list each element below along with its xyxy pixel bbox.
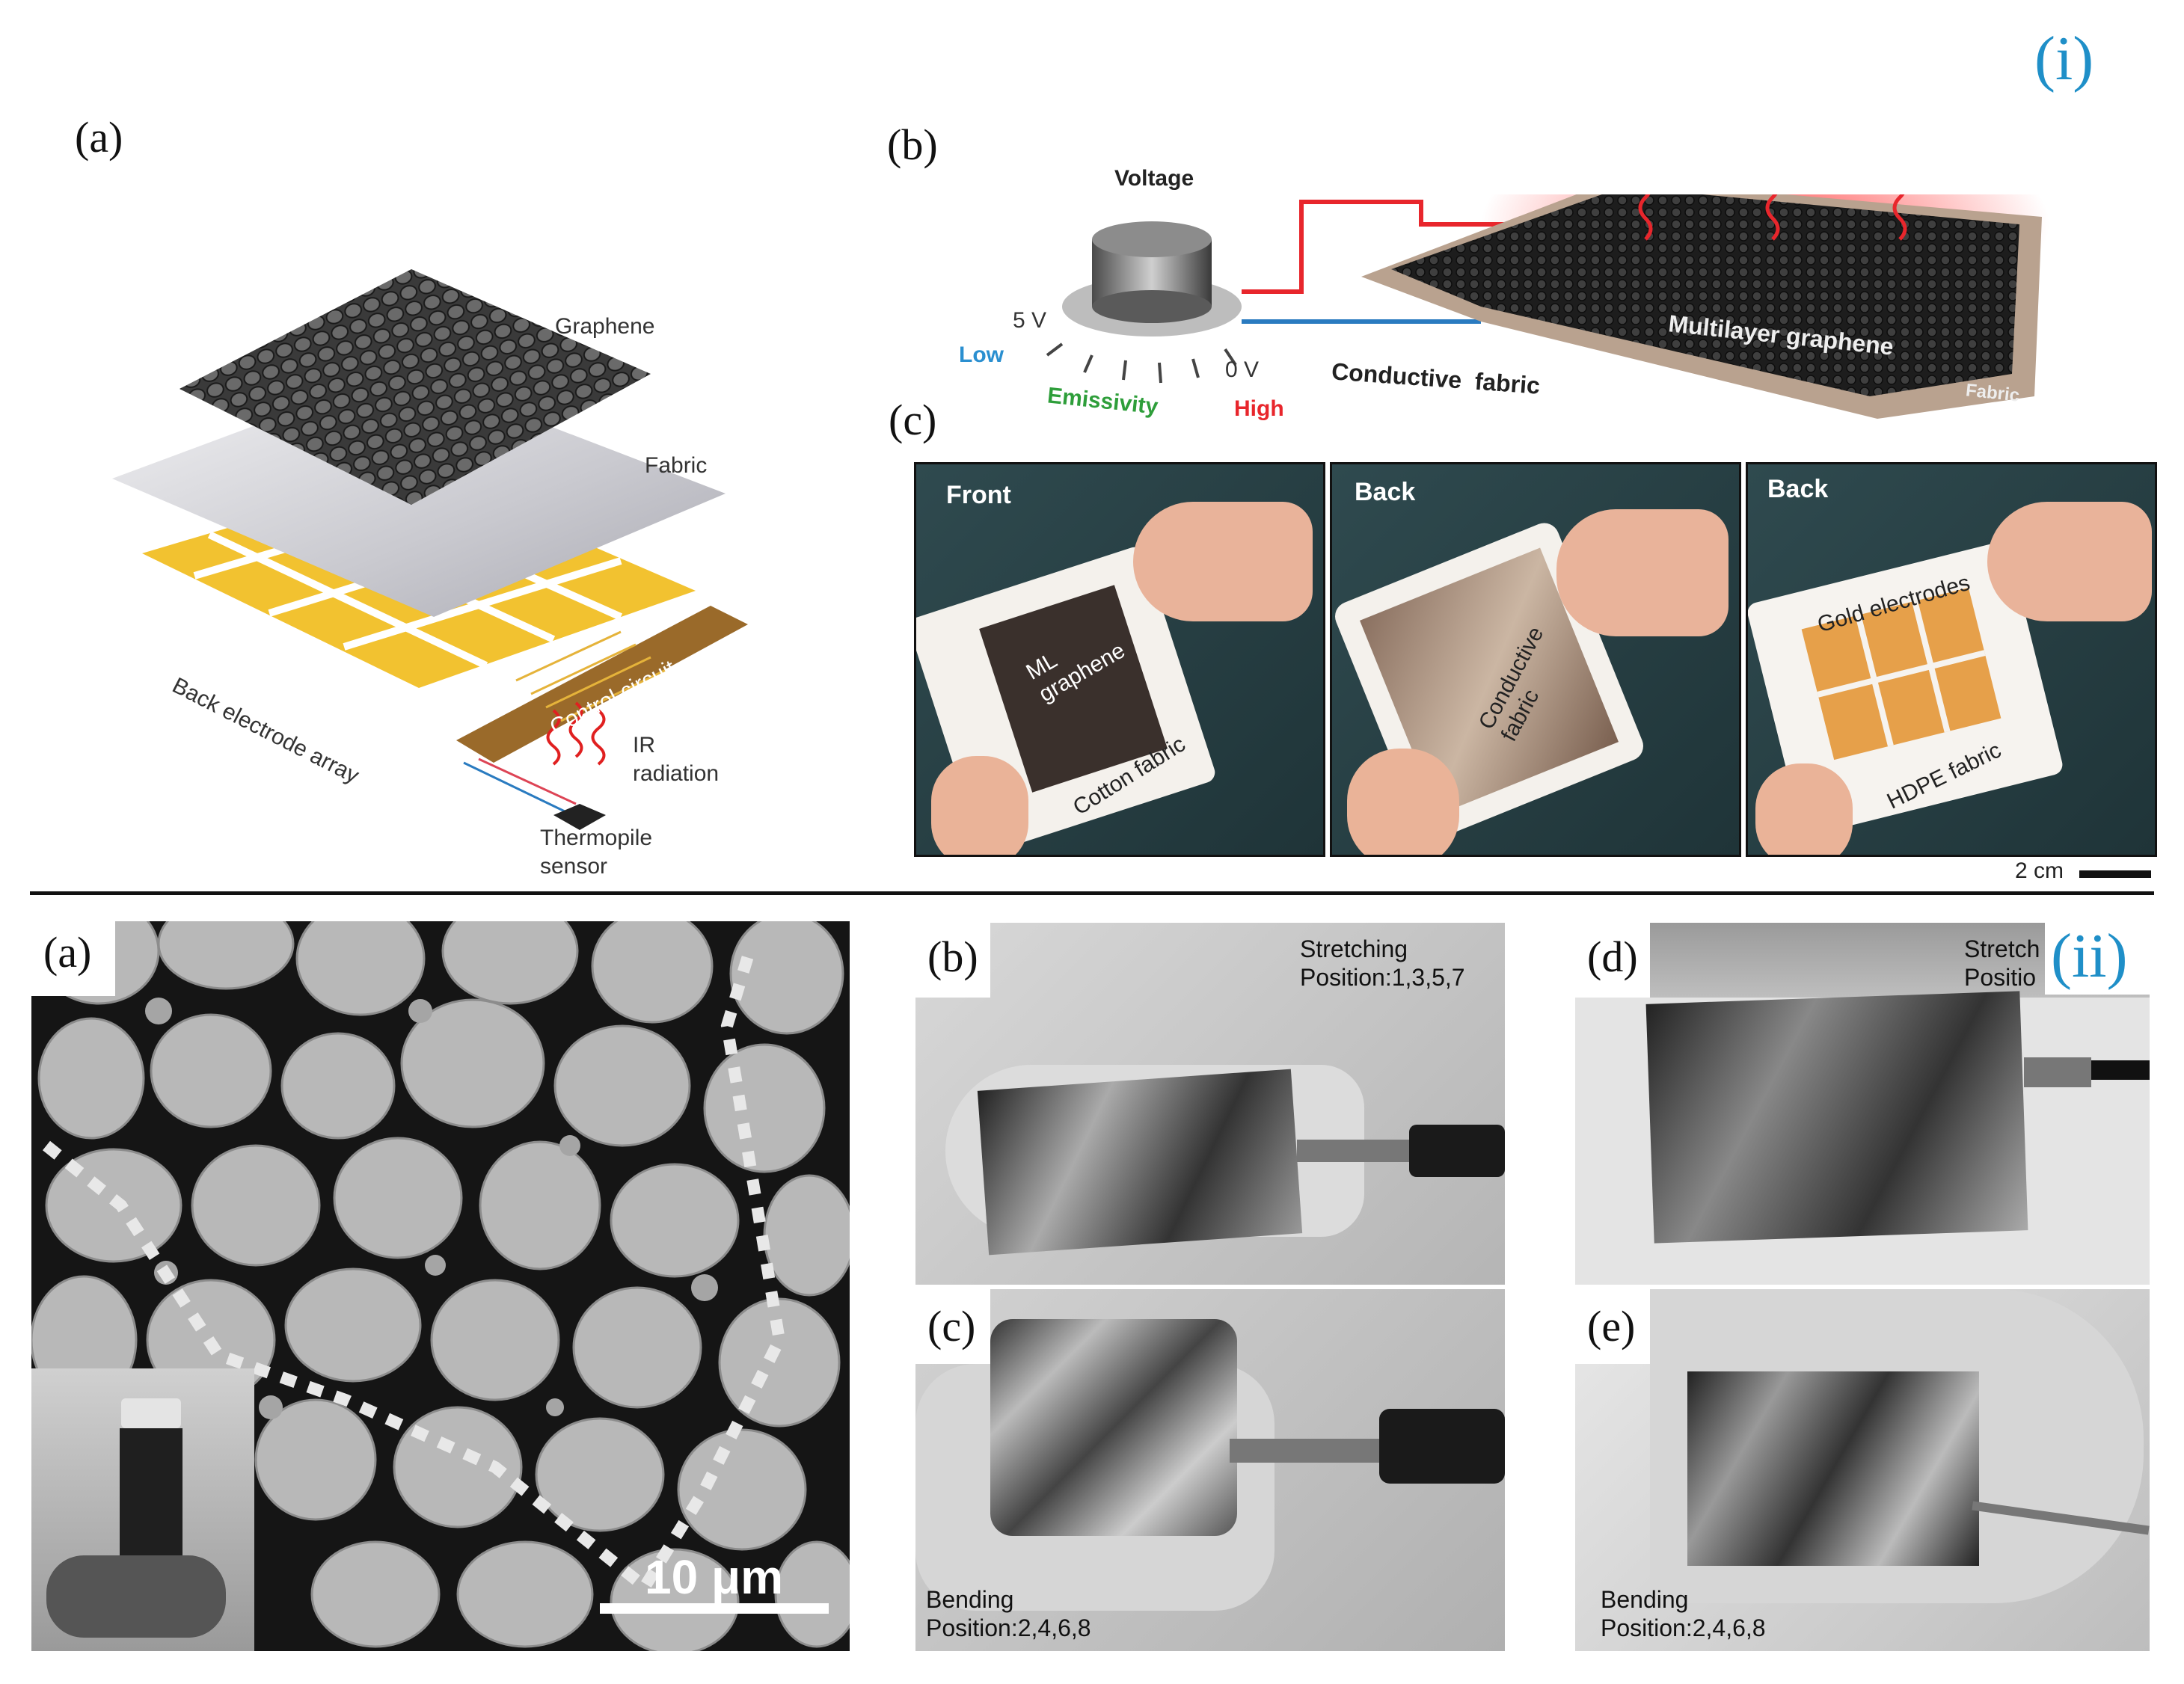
caption-b: Stretching Position:1,3,5,7 bbox=[1300, 935, 1465, 991]
caption-d: Stretch Positio bbox=[1964, 935, 2040, 991]
panel-label-top-c: (c) bbox=[889, 396, 937, 444]
ir-arrows bbox=[546, 701, 606, 766]
photo-back-gold: Back Gold electrodes HDPE fabric bbox=[1746, 462, 2157, 857]
label-graphene: Graphene bbox=[555, 314, 655, 339]
panel-label-bottom-b: (b) bbox=[927, 932, 978, 981]
label-0v: 0 V bbox=[1225, 357, 1260, 382]
photo-tag-front: Front bbox=[946, 481, 1011, 509]
scale-label-10um: 10 μm bbox=[645, 1550, 784, 1604]
label-radiation: radiation bbox=[633, 761, 720, 786]
panel-label-bottom-d: (d) bbox=[1587, 932, 1638, 981]
label-fabric: Fabric bbox=[645, 453, 708, 478]
roman-label-ii: (ii) bbox=[2051, 923, 2128, 991]
inset-vial-photo bbox=[31, 1368, 254, 1651]
panel-label-bottom-e: (e) bbox=[1587, 1302, 1636, 1350]
scale-bar-2cm bbox=[2079, 870, 2151, 878]
section-divider bbox=[30, 891, 2154, 895]
photo-tag-back-2: Back bbox=[1767, 475, 1829, 503]
panel-label-top-b: (b) bbox=[887, 120, 938, 169]
panel-label-bottom-c: (c) bbox=[927, 1302, 976, 1350]
sem-micrograph: 10 μm bbox=[31, 921, 850, 1651]
photo-arm-bending: (e) Bending Position:2,4,6,8 bbox=[1575, 1289, 2150, 1651]
dashed-path bbox=[43, 949, 786, 1596]
heat-arrows bbox=[1638, 194, 1907, 241]
photo-hand-stretching: (b) Stretching Position:1,3,5,7 bbox=[915, 923, 1505, 1285]
label-low: Low bbox=[959, 342, 1004, 367]
caption-c: Bending Position:2,4,6,8 bbox=[926, 1586, 1091, 1641]
scale-label-2cm: 2 cm bbox=[2015, 858, 2064, 883]
label-thermopile: Thermopile bbox=[540, 826, 653, 850]
layer-schematic bbox=[112, 269, 748, 830]
label-voltage: Voltage bbox=[1114, 166, 1194, 191]
label-sensor: sensor bbox=[540, 854, 608, 879]
photo-arm-stretching: (d) Stretch Positio (ii) bbox=[1575, 923, 2150, 1285]
label-5v: 5 V bbox=[1013, 308, 1047, 333]
graphene-layer bbox=[180, 269, 651, 505]
scale-bar-10um bbox=[600, 1603, 829, 1614]
label-high: High bbox=[1234, 396, 1284, 421]
photo-back-conductive: Back Conductive fabric bbox=[1330, 462, 1741, 857]
control-circuit-bar bbox=[456, 606, 748, 763]
label-ir: IR bbox=[633, 733, 655, 758]
roman-label-i: (i) bbox=[2034, 24, 2094, 93]
photo-front: Front ML graphene Cotton fabric bbox=[914, 462, 1325, 857]
caption-e: Bending Position:2,4,6,8 bbox=[1601, 1586, 1766, 1641]
panel-label-top-a: (a) bbox=[75, 113, 123, 162]
panel-label-bottom-a: (a) bbox=[43, 928, 92, 977]
thermopile-sensor bbox=[553, 804, 606, 830]
photo-tag-back-1: Back bbox=[1355, 478, 1416, 506]
voltage-knob-diagram bbox=[1046, 194, 2049, 419]
photo-hand-bending: (c) Bending Position:2,4,6,8 bbox=[915, 1289, 1505, 1651]
